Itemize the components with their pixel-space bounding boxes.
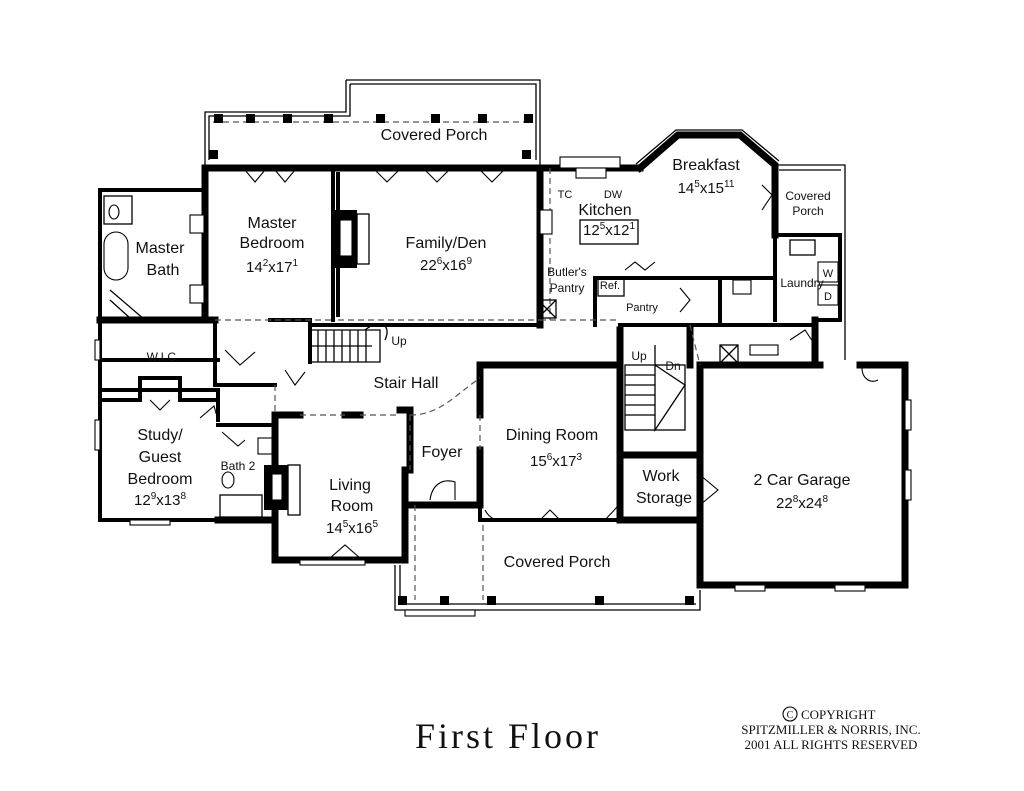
garage-stair [624,345,686,433]
dw-label: DW [604,189,623,201]
copyright-block: C COPYRIGHT SPITZMILLER & NORRIS, INC. 2… [741,706,921,752]
dryer-label: D [824,291,832,303]
front-porch-outline [394,505,701,617]
garage-label: 2 Car Garage [754,472,851,489]
ref-label: Ref. [600,280,620,292]
laundry-fixtures [719,239,839,364]
foyer-label: Foyer [422,444,464,461]
wic-label: W.I.C. [147,350,180,364]
rear-porch-label: Covered Porch [381,127,488,144]
side-porch-label-2: Porch [792,204,823,218]
rear-porch-outline [204,79,541,165]
room-labels: Covered Porch Breakfast 145x1511 Covered… [128,127,851,571]
family-den-label: Family/Den [406,235,487,252]
svg-text:C: C [787,710,794,721]
laundry-label: Laundry [780,276,823,290]
copyright-line-2: SPITZMILLER & NORRIS, INC. [741,722,920,737]
pantry-label: Pantry [626,302,658,314]
breakfast-label: Breakfast [672,157,740,174]
butlers-pantry-label-2: Pantry [550,281,585,295]
bath2-label: Bath 2 [221,459,256,473]
kitchen-label: Kitchen [578,202,631,219]
master-bath-label-1: Master [136,240,186,257]
breakfast-dims: 145x1511 [678,179,735,197]
side-porch-label-1: Covered [785,189,830,203]
copyright-line-1: COPYRIGHT [801,707,875,722]
stair-hall-label: Stair Hall [374,375,439,392]
fireplace-living [264,464,301,516]
tc-label: TC [558,189,573,201]
master-bath-fixtures [103,195,205,321]
washer-label: W [823,268,834,280]
openings [215,168,701,470]
copyright-symbol-icon: C [782,706,798,722]
garage-dims: 228x248 [776,494,828,512]
master-bedroom-label-1: Master [248,215,298,232]
living-dims: 145x165 [326,519,378,537]
kitchen-dims: 125x121 [583,221,635,239]
exterior-walls [96,164,909,589]
main-stair [310,323,388,363]
work-storage-label-1: Work [642,468,680,485]
windows [94,339,912,592]
copyright-line-3: 2001 ALL RIGHTS RESERVED [745,737,918,752]
dining-label: Dining Room [506,427,598,444]
dn-label: Dn [665,359,680,373]
master-bath-label-2: Bath [147,262,180,279]
work-storage-label-2: Storage [636,490,692,507]
up-label-main: Up [391,334,407,348]
master-bedroom-dims: 142x171 [246,258,298,276]
master-bedroom-label-2: Bedroom [240,235,305,252]
plan-title: First Floor [415,716,601,756]
bath2-fixtures [219,437,273,518]
living-label-2: Room [331,498,374,515]
door-swings [149,169,879,559]
kitchen-fixtures [537,167,639,319]
study-label-3: Bedroom [128,471,193,488]
interior-walls [98,166,819,524]
study-label-2: Guest [139,449,182,466]
study-dims: 129x138 [134,491,186,509]
dining-dims: 156x173 [530,452,582,470]
front-porch-label: Covered Porch [504,554,611,571]
up-label-garage-stair: Up [631,349,647,363]
living-label-1: Living [329,477,371,494]
family-den-dims: 226x169 [420,256,472,274]
butlers-pantry-label-1: Butler's [547,265,587,279]
fireplace-family [333,210,370,268]
study-label-1: Study/ [137,427,183,444]
